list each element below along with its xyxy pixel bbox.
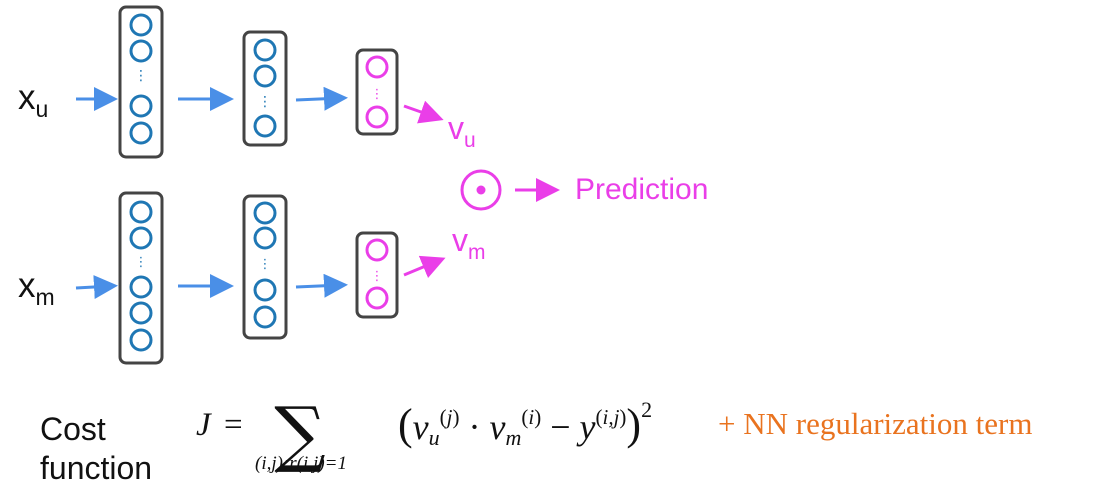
movie-network: ⋮ ⋮ ⋮ [75,191,446,365]
sub-u: u [428,425,440,450]
xm-label: xm [18,268,55,309]
cost-expression: (vu(j) · vm(i) − y(i,j))2 [398,397,653,450]
xm-label-base: x [18,266,36,305]
user-layer1-neuron [129,121,153,145]
arrow-user-layer2-to-output [295,86,348,111]
paren-close: ) [626,400,642,449]
movie-layer1-neuron [129,226,153,250]
movie-layer1-neuron [129,301,153,325]
user-network: ⋮ ⋮ ⋮ [76,5,444,159]
sum-symbol: ∑ [274,391,325,475]
user-layer1-neuron [129,13,153,37]
squared: 2 [641,397,653,422]
user-layer1-ellipsis: ⋮ [134,68,148,84]
movie-layer2-neuron [253,201,277,225]
arrow-xm-to-layer1 [75,275,118,299]
vm-label: vm [452,224,486,263]
cost-label-line2: function [40,450,153,486]
movie-layer2-neuron [253,226,277,250]
user-layer2-neuron [253,114,277,138]
user-output-ellipsis: ⋮ [371,87,384,102]
movie-output-neuron [365,286,389,310]
user-output-neuron [365,55,389,79]
vu-label-sub: u [464,129,476,152]
vu-label-base: v [448,110,464,146]
movie-output-box [355,231,399,319]
sub-m: m [505,425,522,450]
xu-label: xu [18,80,48,121]
movie-output-ellipsis: ⋮ [371,269,384,284]
movie-output-neuron [365,238,389,262]
sup-i: (i) [521,405,542,429]
vm-label-base: v [452,222,468,258]
cost-label-line1: Cost [40,411,106,447]
user-layer1-neuron [129,39,153,63]
movie-layer1-neuron [129,200,153,224]
vu-label: vu [448,112,476,151]
user-output-neuron [365,105,389,129]
movie-layer2-neuron [253,278,277,302]
xu-label-sub: u [35,96,49,122]
xm-label-sub: m [35,284,55,310]
regularization-term: + NN regularization term [718,406,1033,441]
dot-product-center [476,185,486,195]
cost-j: J [196,407,211,443]
sup-ij: (i,j) [595,405,627,429]
movie-layer2-ellipsis: ⋮ [259,257,272,272]
arrow-movie-output-to-vm [403,255,446,278]
user-layer1-box [118,5,164,159]
arrow-user-output-to-vu [403,100,444,124]
dot-product-icon [460,169,502,211]
user-output-box [355,48,399,136]
cost-equals: = [224,407,243,443]
minus-operator: − [550,407,571,447]
movie-layer2-neuron [253,305,277,329]
prediction-label: Prediction [575,173,709,206]
movie-layer1-box [118,191,164,365]
sup-j: (j) [439,405,460,429]
movie-layer2-box [242,194,288,340]
movie-layer1-neuron [129,275,153,299]
xu-label-base: x [18,78,36,117]
paren-open: ( [398,400,413,449]
user-layer2-box [242,30,288,147]
user-layer2-ellipsis: ⋮ [258,94,272,110]
user-layer2-neuron [253,64,277,88]
sum-index: (i,j):r(i,j)=1 [255,453,347,474]
movie-layer1-ellipsis: ⋮ [135,255,148,270]
user-layer2-neuron [253,38,277,62]
vm-label-sub: m [468,241,486,264]
movie-layer1-neuron [129,328,153,352]
user-layer1-neuron [129,94,153,118]
arrow-movie-layer2-to-output [295,273,348,298]
dot-operator: · [468,407,481,447]
